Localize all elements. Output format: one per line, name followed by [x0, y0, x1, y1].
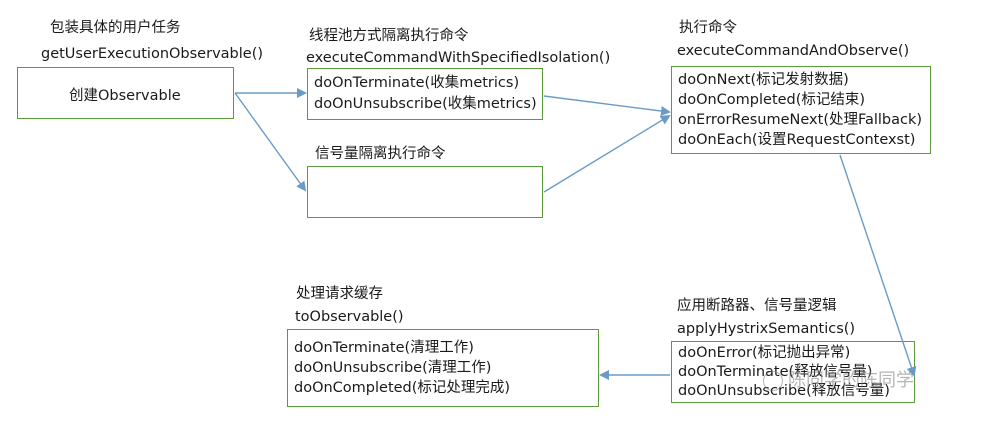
execute-method: executeCommandAndObserve()	[677, 43, 910, 59]
getuser-title: 包装具体的用户任务	[50, 20, 181, 36]
arrow-getuser-to-semaphore	[234, 92, 307, 192]
apply-title: 应用断路器、信号量逻辑	[677, 298, 837, 314]
watermark-text: 陈同学的陈同学	[788, 370, 914, 391]
cache-line-0: doOnTerminate(清理工作)	[294, 340, 474, 356]
arrow-semaphore-to-execute	[543, 114, 671, 193]
semaphore-box	[307, 166, 543, 218]
threadpool-title: 线程池方式隔离执行命令	[309, 28, 469, 44]
cache-line-2: doOnCompleted(标记处理完成)	[294, 380, 511, 396]
threadpool-line-1: doOnUnsubscribe(收集metrics)	[314, 96, 537, 112]
execute-line-0: doOnNext(标记发射数据)	[678, 72, 849, 88]
cache-line-1: doOnUnsubscribe(清理工作)	[294, 360, 492, 376]
execute-box: doOnNext(标记发射数据) doOnCompleted(标记结束) onE…	[671, 66, 931, 154]
execute-line-3: doOnEach(设置RequestContexst)	[678, 132, 916, 148]
execute-title: 执行命令	[679, 20, 737, 36]
getuser-method: getUserExecutionObservable()	[41, 46, 264, 62]
getuser-box: 创建Observable	[17, 67, 234, 119]
execute-line-2: onErrorResumeNext(处理Fallback)	[678, 112, 923, 128]
cache-title: 处理请求缓存	[296, 286, 383, 302]
execute-line-1: doOnCompleted(标记结束)	[678, 92, 866, 108]
apply-line-2: doOnUnsubscribe(释放信号量)	[678, 383, 890, 399]
apply-line-0: doOnError(标记抛出异常)	[678, 345, 851, 361]
getuser-line-0: 创建Observable	[69, 88, 181, 104]
apply-method: applyHystrixSemantics()	[677, 321, 856, 337]
threadpool-method: executeCommandWithSpecifiedIsolation()	[306, 50, 611, 66]
semaphore-title: 信号量隔离执行命令	[315, 146, 446, 162]
arrow-threadpool-to-execute	[543, 95, 671, 116]
threadpool-line-0: doOnTerminate(收集metrics)	[314, 75, 520, 91]
wechat-icon	[763, 371, 783, 391]
cache-box: doOnTerminate(清理工作) doOnUnsubscribe(清理工作…	[287, 329, 599, 407]
cache-method: toObservable()	[295, 309, 404, 325]
threadpool-box: doOnTerminate(收集metrics) doOnUnsubscribe…	[307, 68, 543, 120]
